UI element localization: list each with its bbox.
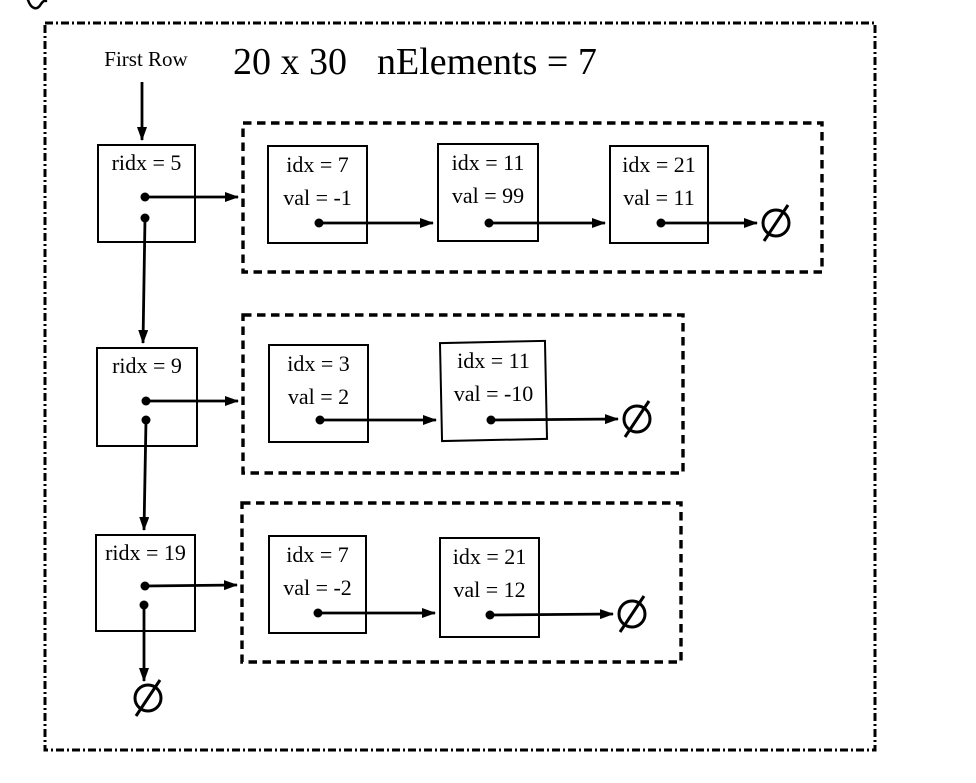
row-3-to-list-arrow [144,580,238,591]
null-pointer-icon [761,204,791,242]
clipped-glyph [26,0,48,10]
row-2-to-row-3-arrow [139,419,150,531]
element-idx-label: idx = 11 [457,348,530,373]
element-node-box-r2e1 [268,344,369,443]
element-node-text-r2e2: idx = 11 val = -10 [441,344,546,410]
element-idx-label: idx = 11 [451,150,525,175]
row-node-box-1 [97,144,196,243]
element-node-box-r3e2 [439,537,540,638]
element-val-label: val = 2 [287,384,350,409]
row-3-elements-container [240,501,683,664]
element-val-label: val = 99 [451,183,525,208]
element-node-text-r3e1: idx = 7 val = -2 [269,538,366,604]
element-val-label: val = -2 [283,575,352,600]
element-idx-label: idx = 7 [286,542,349,567]
element-idx-label: idx = 21 [452,544,527,569]
row-node-label-2: ridx = 9 [112,353,182,378]
element-node-text-r2e1: idx = 3 val = 2 [269,347,368,413]
row-node-box-3 [95,534,196,632]
row-node-label-3: ridx = 19 [105,540,186,565]
element-node-text-r1e2: idx = 11 val = 99 [438,146,538,212]
diagram-title: 20 x 30 nElements = 7 [233,42,597,82]
row-node-box-2 [96,347,198,447]
pointer-arrows [137,82,758,682]
element-idx-label: idx = 3 [287,351,350,376]
element-count: nElements = 7 [377,41,597,83]
null-symbols [133,204,791,717]
null-pointer-icon [133,679,163,717]
null-pointer-icon [617,595,647,633]
element-idx-label: idx = 7 [286,152,349,177]
element-val-label: val = 11 [623,185,695,210]
element-node-text-r1e3: idx = 21 val = 11 [610,148,708,214]
element-node-box-r3e1 [268,535,367,634]
matrix-dimensions: 20 x 30 [233,41,347,83]
element-node-text-r3e2: idx = 21 val = 12 [440,540,539,606]
row-1-to-row-2-arrow [138,217,149,344]
r3e2-to-null-arrow [489,609,614,620]
row-2-elements-container [241,313,685,475]
element-val-label: val = -1 [283,185,352,210]
element-node-box-r1e1 [267,145,368,244]
element-node-text-r1e1: idx = 7 val = -1 [268,148,367,214]
element-node-box-r1e2 [437,143,539,242]
r2e2-to-null-arrow [490,414,619,425]
element-idx-label: idx = 21 [622,152,696,177]
pointer-dots [139,192,666,620]
outer-boundary-box [43,21,877,752]
row-node-label-1: ridx = 5 [111,150,182,175]
element-node-box-r1e3 [609,145,709,244]
element-node-box-r2e2 [438,339,549,443]
null-pointer-icon [622,400,652,438]
element-val-label: val = 12 [453,577,526,602]
element-val-label: val = -10 [453,381,534,406]
first-row-label: First Row [104,47,188,71]
